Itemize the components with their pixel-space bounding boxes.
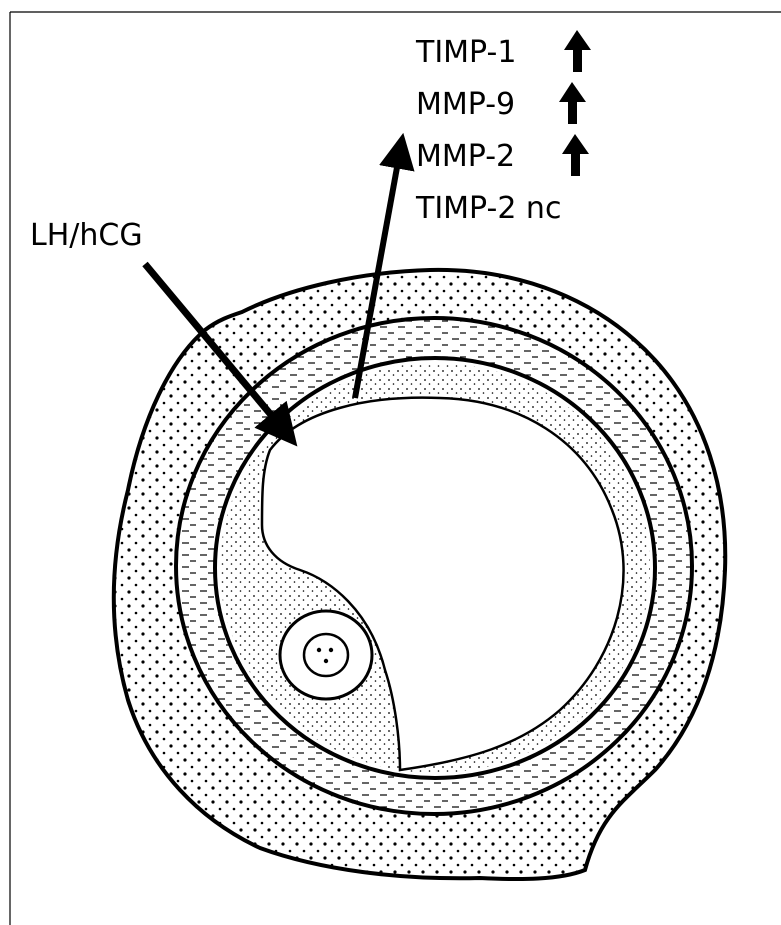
marker-label: MMP-2: [416, 139, 515, 174]
oocyte-nucleus: [304, 634, 348, 676]
marker-label: MMP-9: [416, 87, 515, 122]
increase-arrow-icon: [564, 30, 591, 72]
stimulus-label: LH/hCG: [30, 218, 143, 253]
increase-arrow-icon: [559, 82, 586, 124]
marker-label: TIMP-2 nc: [415, 191, 561, 226]
marker-label: TIMP-1: [415, 35, 516, 70]
increase-arrow-icon: [562, 134, 589, 176]
